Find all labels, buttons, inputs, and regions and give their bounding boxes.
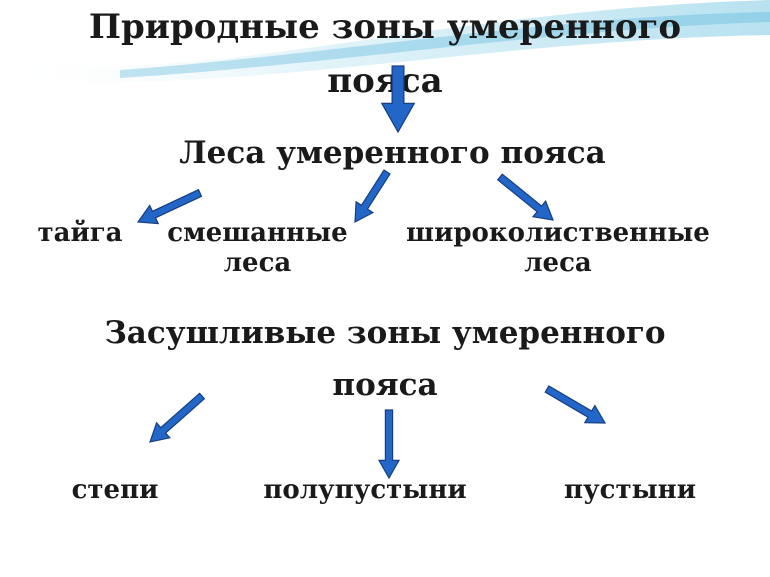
forest-type-broadleaf-line2: леса: [524, 247, 592, 278]
forest-type-mixed: смешанные леса: [150, 218, 365, 279]
arid-type-steppe: степи: [71, 475, 159, 505]
arrow-shape: [136, 188, 203, 225]
forest-type-broadleaf-line1: широколиственные: [406, 218, 710, 248]
arid-type-semidesert: полупустыни: [263, 475, 467, 505]
arrow-to-desert: [544, 385, 607, 424]
arrow-to-semidesert: [377, 409, 401, 480]
forest-type-taiga-line1: тайга: [37, 218, 123, 248]
arrow-shape: [354, 169, 391, 224]
arrow-shape: [496, 173, 554, 221]
arrow-to-broadleaf: [496, 173, 554, 221]
forest-type-taiga: тайга: [20, 218, 140, 249]
arid-heading-line-2: пояса: [332, 367, 438, 403]
title-line-1: Природные зоны умеренного: [88, 7, 682, 47]
forests-heading: Леса умеренного пояса: [179, 135, 606, 171]
forest-type-broadleaf: широколиственные леса: [378, 218, 738, 279]
title-line-2: пояса: [327, 61, 443, 101]
arrow-to-mixed: [354, 169, 391, 224]
arrow-down-main: [380, 65, 416, 134]
forest-type-mixed-line2: леса: [223, 247, 292, 278]
arrow-shape: [544, 385, 607, 424]
forest-type-mixed-line1: смешанные: [167, 218, 348, 248]
arrow-shape: [377, 409, 401, 480]
arrow-shape: [149, 392, 206, 443]
arrow-to-steppe: [149, 392, 206, 443]
arid-heading-line-1: Засушливые зоны умеренного: [104, 315, 666, 351]
arrow-shape: [380, 65, 416, 134]
arrow-to-taiga: [136, 188, 203, 225]
arid-type-desert: пустыни: [564, 475, 696, 505]
